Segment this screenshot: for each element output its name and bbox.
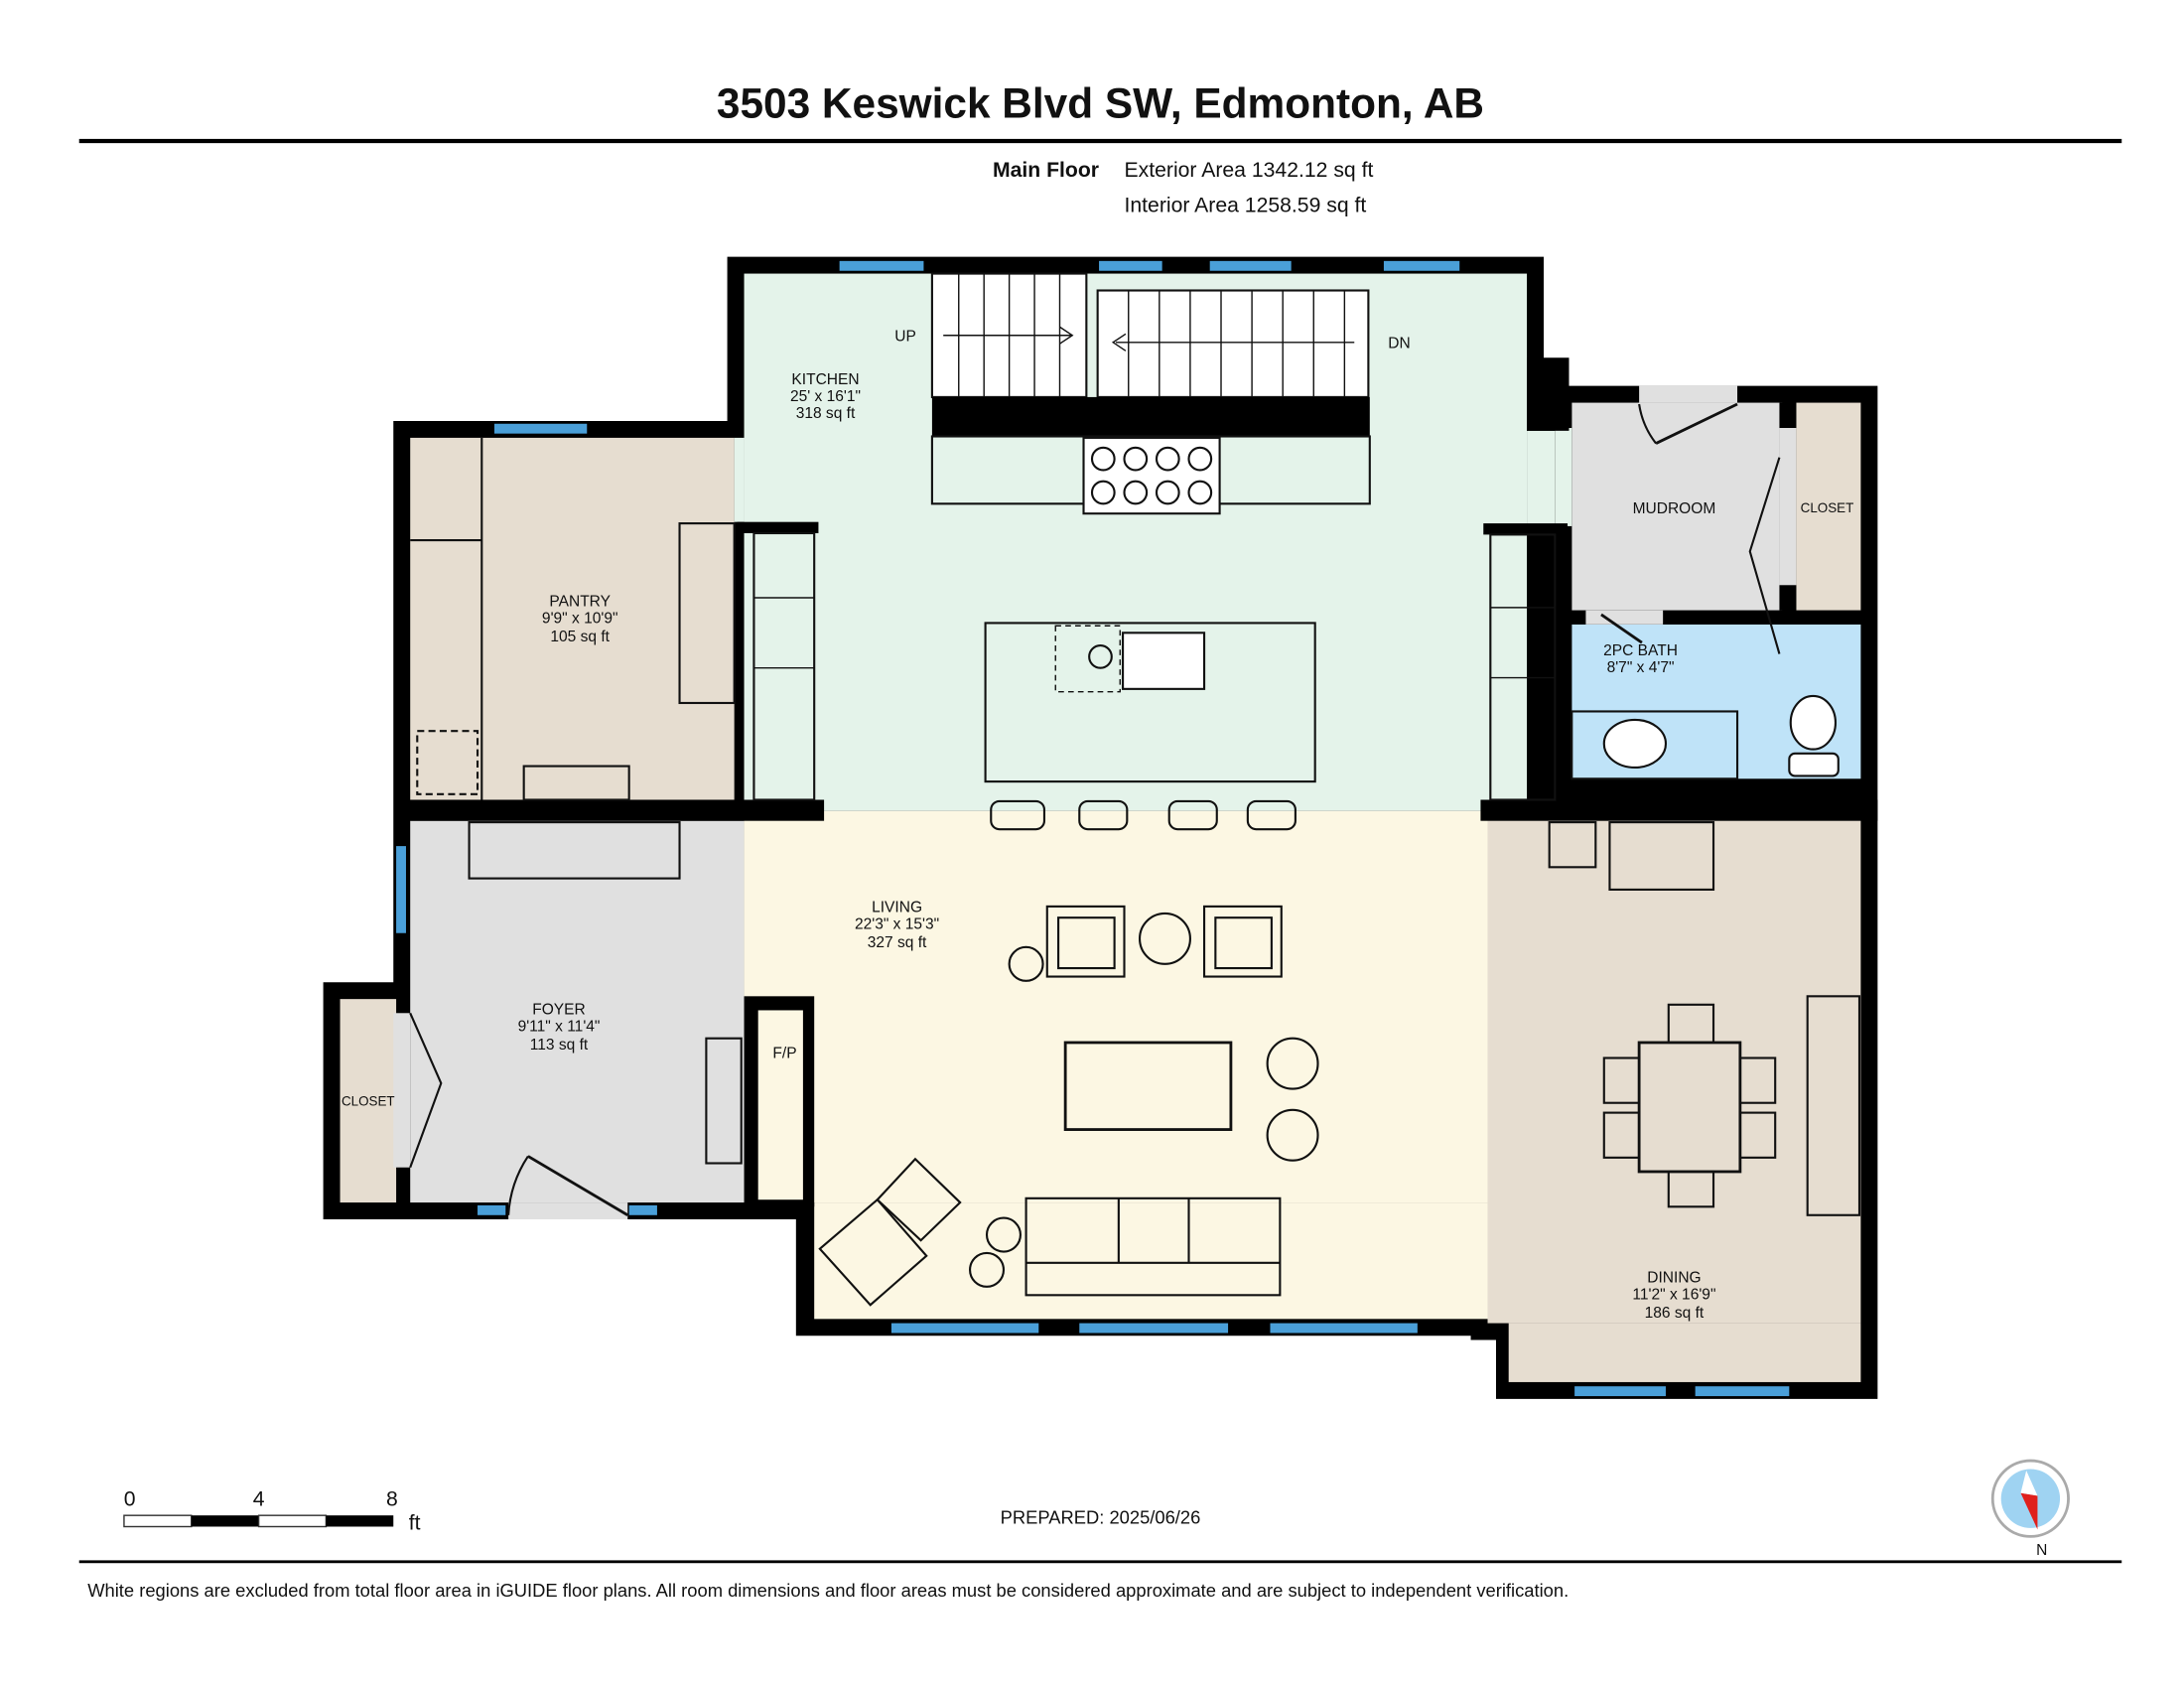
dining-floor (1487, 817, 1861, 1324)
scale-unit: ft (409, 1511, 421, 1534)
window (1383, 260, 1460, 271)
window (628, 1204, 657, 1215)
bath-name: 2PC BATH (1603, 642, 1678, 659)
bath-door-opening (1585, 610, 1664, 625)
pantry-name: PANTRY (549, 593, 611, 610)
living-name: LIVING (872, 900, 922, 916)
cooktop (1082, 436, 1221, 515)
interior-wall (1480, 799, 1878, 821)
bath-dims: 8'7" x 4'7" (1607, 659, 1675, 676)
living-floor-lower (814, 1202, 1488, 1320)
living-dims: 22'3" x 15'3" (855, 915, 939, 932)
dining-floor-lower (1508, 1323, 1861, 1382)
room-fills (340, 273, 1878, 1382)
mudroom-bath-fixtures (1570, 402, 1840, 780)
window (494, 423, 588, 434)
room-labels: KITCHEN 25' x 16'1" 318 sq ft PANTRY 9'9… (341, 371, 1853, 1322)
living-furniture (818, 905, 1319, 1307)
pantry-shelving (410, 437, 736, 801)
mudroom-exterior-door-opening (1639, 385, 1738, 403)
kitchen-cabinet-right (1489, 533, 1557, 801)
window (1209, 260, 1292, 271)
interior-area: Interior Area 1258.59 sq ft (1125, 194, 1367, 216)
kitchen-name: KITCHEN (791, 371, 859, 388)
dining-dims: 11'2" x 16'9" (1632, 1287, 1715, 1304)
footer-divider (78, 1560, 2122, 1564)
stairs-up-label: UP (894, 328, 916, 345)
kitchen-sink (1122, 632, 1206, 690)
window (1099, 260, 1162, 271)
closet-left-floor (340, 999, 397, 1203)
interior-wall (1527, 357, 1570, 431)
interior-wall (1483, 523, 1569, 535)
interior-wall (737, 521, 819, 533)
compass-north-label: N (2036, 1542, 2047, 1559)
window (396, 846, 406, 933)
foyer-area: 113 sq ft (530, 1037, 589, 1054)
window (1695, 1386, 1790, 1397)
closet-right-name: CLOSET (1801, 500, 1854, 515)
scale-tick-0: 0 (124, 1487, 136, 1510)
closet-right-floor (1796, 402, 1861, 611)
scale-tick-4: 4 (253, 1487, 265, 1510)
dining-furniture (1548, 821, 1861, 1216)
foyer-dims: 9'11" x 11'4" (518, 1019, 601, 1036)
prepared-date: PREPARED: 2025/06/26 (1001, 1507, 1201, 1528)
dining-name: DINING (1647, 1270, 1701, 1287)
foyer-floor (410, 820, 745, 1203)
closet-left-name: CLOSET (341, 1094, 395, 1109)
windows (396, 260, 1790, 1397)
window (890, 1323, 1039, 1334)
foyer-name: FOYER (532, 1002, 586, 1019)
fireplace-hearth (757, 1010, 803, 1200)
exterior-area: Exterior Area 1342.12 sq ft (1125, 159, 1374, 182)
header-divider (78, 138, 2122, 144)
pantry-dims: 9'9" x 10'9" (542, 610, 618, 627)
foyer-furniture (409, 821, 743, 1216)
compass-icon: N (1990, 1459, 2070, 1559)
kitchen-area: 318 sq ft (796, 405, 856, 422)
kitchen-cabinet-left (752, 531, 816, 801)
disclaimer: White regions are excluded from total fl… (87, 1580, 1569, 1601)
mudroom-name: MUDROOM (1633, 500, 1716, 517)
dishwasher (1054, 625, 1121, 693)
kitchen-mudroom-opening (1555, 428, 1572, 526)
foyer-front-door-opening (508, 1202, 628, 1220)
floor-name: Main Floor (993, 159, 1099, 182)
dining-area: 186 sq ft (1645, 1305, 1705, 1322)
pantry-area: 105 sq ft (550, 629, 610, 645)
scale-bar: 0 4 8 ft (123, 1487, 421, 1534)
window (1270, 1323, 1418, 1334)
page-title: 3503 Keswick Blvd SW, Edmonton, AB (717, 80, 1484, 127)
stairs-down-label: DN (1388, 335, 1410, 352)
window (1079, 1323, 1229, 1334)
window (478, 1204, 506, 1215)
kitchen-floor-ext (1527, 430, 1556, 526)
fireplace-label: F/P (772, 1046, 796, 1062)
kitchen-counter (752, 435, 1557, 831)
interior-wall (410, 799, 825, 821)
window (1574, 1386, 1666, 1397)
scale-tick-8: 8 (386, 1487, 398, 1510)
staircase (930, 272, 1370, 437)
closet-door-opening (1779, 428, 1797, 586)
window (839, 260, 924, 271)
mudroom-floor (1571, 402, 1783, 611)
living-floor (744, 810, 1488, 1203)
stair-wall (931, 396, 1370, 437)
foyer-closet-opening (393, 1013, 411, 1168)
living-area: 327 sq ft (868, 934, 927, 951)
kitchen-pantry-gap (734, 437, 745, 522)
kitchen-dims: 25' x 16'1" (790, 388, 861, 405)
